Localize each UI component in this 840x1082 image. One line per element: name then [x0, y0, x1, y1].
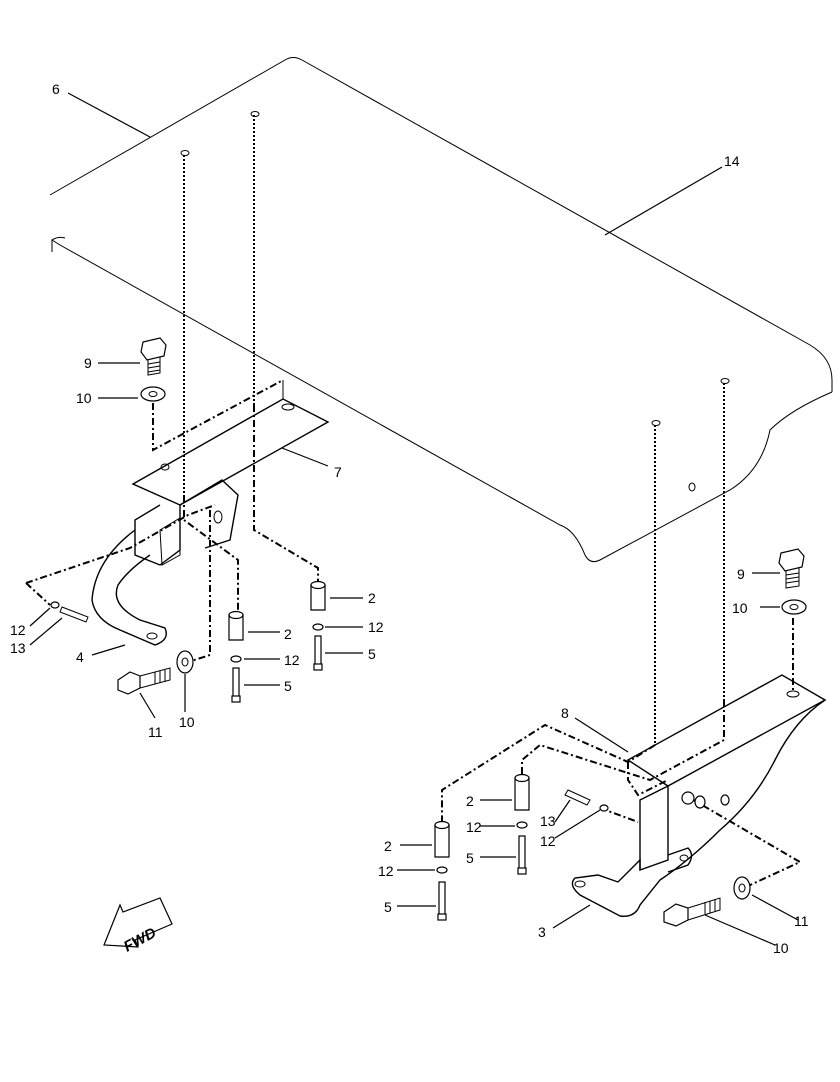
callout-7: 7 — [334, 464, 342, 480]
callout-3: 3 — [538, 924, 546, 940]
callout-5: 5 — [466, 850, 474, 866]
callout-10: 10 — [773, 940, 789, 956]
callout-5: 5 — [284, 678, 292, 694]
callout-2: 2 — [368, 590, 376, 606]
callout-6: 6 — [52, 81, 60, 97]
callout-11: 11 — [794, 913, 809, 929]
leader-lines — [29, 92, 799, 946]
panel-fastener-lines — [180, 111, 730, 745]
callout-2: 2 — [466, 793, 474, 809]
callout-9: 9 — [84, 355, 92, 371]
callout-13: 13 — [540, 813, 556, 829]
callout-12: 12 — [540, 833, 556, 849]
callout-12: 12 — [10, 622, 26, 638]
callout-12: 12 — [284, 652, 300, 668]
left-hardware — [50, 337, 326, 703]
callout-12: 12 — [378, 863, 394, 879]
top-cover-panel — [49, 57, 833, 563]
callout-2: 2 — [384, 838, 392, 854]
callout-11: 11 — [148, 724, 163, 740]
callout-10: 10 — [732, 600, 748, 616]
callout-12: 12 — [368, 619, 384, 635]
callout-10: 10 — [76, 390, 92, 406]
callout-10: 10 — [179, 714, 195, 730]
right-bracket — [571, 699, 826, 917]
callout-5: 5 — [368, 646, 376, 662]
callout-4: 4 — [76, 649, 84, 665]
right-assembly-lines — [441, 618, 803, 887]
callout-labels: 6 14 9 10 7 2 12 5 2 12 5 12 13 4 11 10 … — [10, 81, 809, 956]
callout-2: 2 — [284, 626, 292, 642]
left-bracket — [91, 479, 239, 646]
callout-14: 14 — [724, 153, 740, 169]
callout-8: 8 — [561, 705, 569, 721]
fwd-arrow-icon: FWD — [103, 897, 173, 956]
callout-13: 13 — [10, 640, 26, 656]
callout-5: 5 — [384, 899, 392, 915]
right-hardware — [434, 548, 807, 927]
callout-9: 9 — [737, 566, 745, 582]
left-assembly-lines — [25, 379, 319, 663]
left-plate — [131, 380, 330, 506]
callout-12: 12 — [466, 819, 482, 835]
right-plate — [626, 674, 827, 787]
